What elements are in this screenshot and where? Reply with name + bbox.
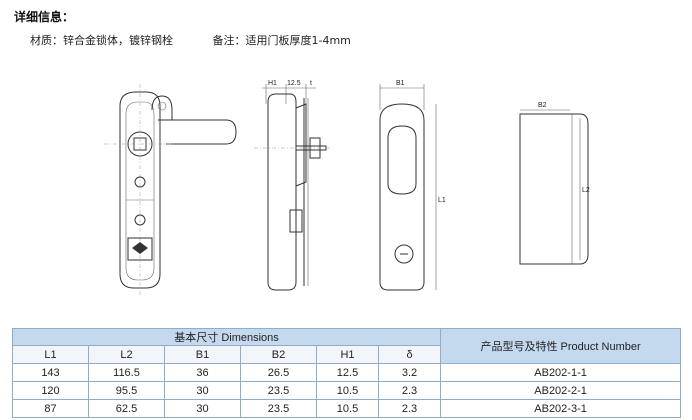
details-line: 材质：锌合金锁体，镀锌钢栓 备注：适用门板厚度1-4mm — [30, 32, 387, 48]
cell: 120 — [12, 381, 89, 400]
front-lever-hook — [151, 95, 173, 120]
spec-table: 基本尺寸 Dimensions 产品型号及特性 Product Number L… — [11, 328, 682, 418]
product-cell: AB202-2-1 — [440, 381, 682, 400]
side-view: H1 12.5 t — [254, 80, 330, 291]
cell: 2.3 — [377, 399, 442, 418]
front-hook-eye — [157, 101, 167, 111]
technical-drawing: .ln { fill: none; stroke: #333; stroke-w… — [0, 54, 692, 324]
front-logo-icon — [132, 242, 148, 254]
side-body — [267, 93, 297, 291]
label-12-5: 12.5 — [287, 80, 301, 87]
label-b2: B2 — [538, 102, 547, 109]
cell: 62.5 — [88, 399, 165, 418]
rear-body — [379, 103, 425, 291]
cell: 23.5 — [240, 381, 317, 400]
col-b1: B1 — [164, 345, 241, 364]
front-handle-inner — [125, 101, 155, 281]
label-l2: L2 — [582, 187, 590, 194]
table-row: 120 95.5 30 23.5 10.5 2.3 AB202-2-1 — [12, 381, 682, 400]
cell: 3.2 — [377, 363, 442, 382]
cell: 30 — [164, 399, 241, 418]
cell: 23.5 — [240, 399, 317, 418]
note-text: 备注：适用门板厚度1-4mm — [212, 34, 351, 47]
rear-slot — [387, 125, 417, 195]
label-h1: H1 — [268, 80, 277, 87]
cell: 2.3 — [377, 381, 442, 400]
front-bolt-square — [133, 137, 147, 151]
details-title: 详细信息： — [14, 10, 75, 24]
front-lever — [158, 119, 237, 145]
col-l1: L1 — [12, 345, 89, 364]
cell: 116.5 — [88, 363, 165, 382]
front-screw-2 — [134, 214, 146, 226]
drawing-svg: .ln { fill: none; stroke: #333; stroke-w… — [104, 80, 590, 296]
label-b1: B1 — [396, 80, 405, 87]
cell: 95.5 — [88, 381, 165, 400]
side-lever — [295, 103, 307, 187]
table-row: 143 116.5 36 26.5 12.5 3.2 AB202-1-1 — [12, 363, 682, 382]
product-header: 产品型号及特性 Product Number — [440, 328, 682, 364]
col-l2: L2 — [88, 345, 165, 364]
product-cell: AB202-3-1 — [440, 399, 682, 418]
dimensions-header: 基本尺寸 Dimensions — [11, 328, 442, 346]
cell: 36 — [164, 363, 241, 382]
col-b2: B2 — [240, 345, 317, 364]
cell: 10.5 — [316, 381, 379, 400]
top-body — [519, 113, 589, 265]
col-delta: δ — [377, 345, 442, 364]
label-delta: t — [310, 80, 312, 87]
table-column-header: L1 L2 B1 B2 H1 δ — [12, 345, 681, 364]
cell: 26.5 — [240, 363, 317, 382]
table-group-header: 基本尺寸 Dimensions 产品型号及特性 Product Number — [11, 328, 682, 364]
cell: 87 — [12, 399, 89, 418]
cell: 12.5 — [316, 363, 379, 382]
front-screw-1 — [134, 176, 146, 188]
label-l1: L1 — [438, 197, 446, 204]
product-cell: AB202-1-1 — [440, 363, 682, 382]
col-h1: H1 — [316, 345, 379, 364]
front-handle-outline — [119, 91, 161, 289]
table-row: 87 62.5 30 23.5 10.5 2.3 AB202-3-1 — [12, 399, 682, 418]
side-nut — [309, 137, 321, 159]
top-view: B2 L2 — [519, 102, 590, 265]
front-key-cylinder — [127, 237, 153, 261]
side-bracket — [289, 209, 303, 233]
cell: 143 — [12, 363, 89, 382]
front-view — [104, 84, 237, 296]
cell: 30 — [164, 381, 241, 400]
rear-view: B1 L1 — [379, 80, 446, 291]
cell: 10.5 — [316, 399, 379, 418]
material-text: 材质：锌合金锁体，镀锌钢栓 — [30, 34, 173, 47]
rear-keyhole — [394, 244, 414, 264]
